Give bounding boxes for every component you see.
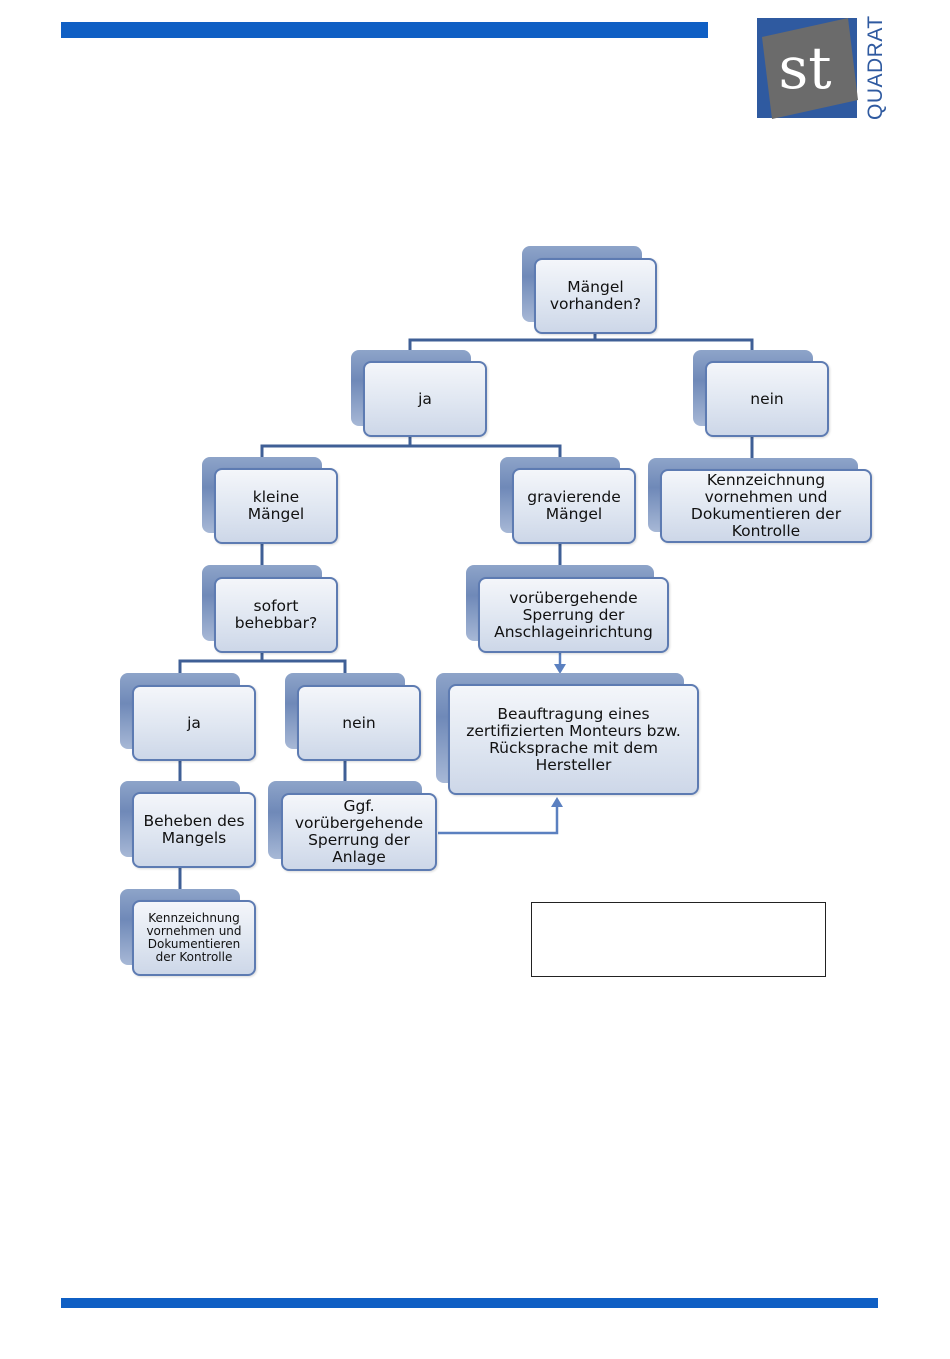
node-sperrung-anschlageinrichtung: vorübergehende Sperrung der Anschlageinr… [478, 577, 669, 653]
footer-accent-bar [61, 1298, 878, 1308]
node-kennzeichnung-links: Kennzeichnung vornehmen und Dokumentiere… [132, 900, 256, 976]
node-gravierende-maengel: gravierende Mängel [512, 468, 636, 544]
node-sofort-behebbar: sofort behebbar? [214, 577, 338, 653]
node-ggf-sperrung-anlage: Ggf. vorübergehende Sperrung der Anlage [281, 793, 437, 871]
node-maengel-vorhanden: Mängel vorhanden? [534, 258, 657, 334]
svg-text:QUADRAT: QUADRAT [864, 15, 887, 120]
node-kleine-maengel: kleine Mängel [214, 468, 338, 544]
header-accent-bar [61, 22, 708, 38]
node-beauftragung-monteur: Beauftragung eines zertifizierten Monteu… [448, 684, 699, 795]
node-ja-sofort: ja [132, 685, 256, 761]
svg-text:st: st [778, 34, 831, 102]
node-kennzeichnung-rechts: Kennzeichnung vornehmen und Dokumentiere… [660, 469, 872, 543]
empty-note-box [531, 902, 826, 977]
node-nein: nein [705, 361, 829, 437]
node-beheben-mangel: Beheben des Mangels [132, 792, 256, 868]
node-ja: ja [363, 361, 487, 437]
node-nein-sofort: nein [297, 685, 421, 761]
st-quadrat-logo: st QUADRAT [757, 15, 887, 120]
